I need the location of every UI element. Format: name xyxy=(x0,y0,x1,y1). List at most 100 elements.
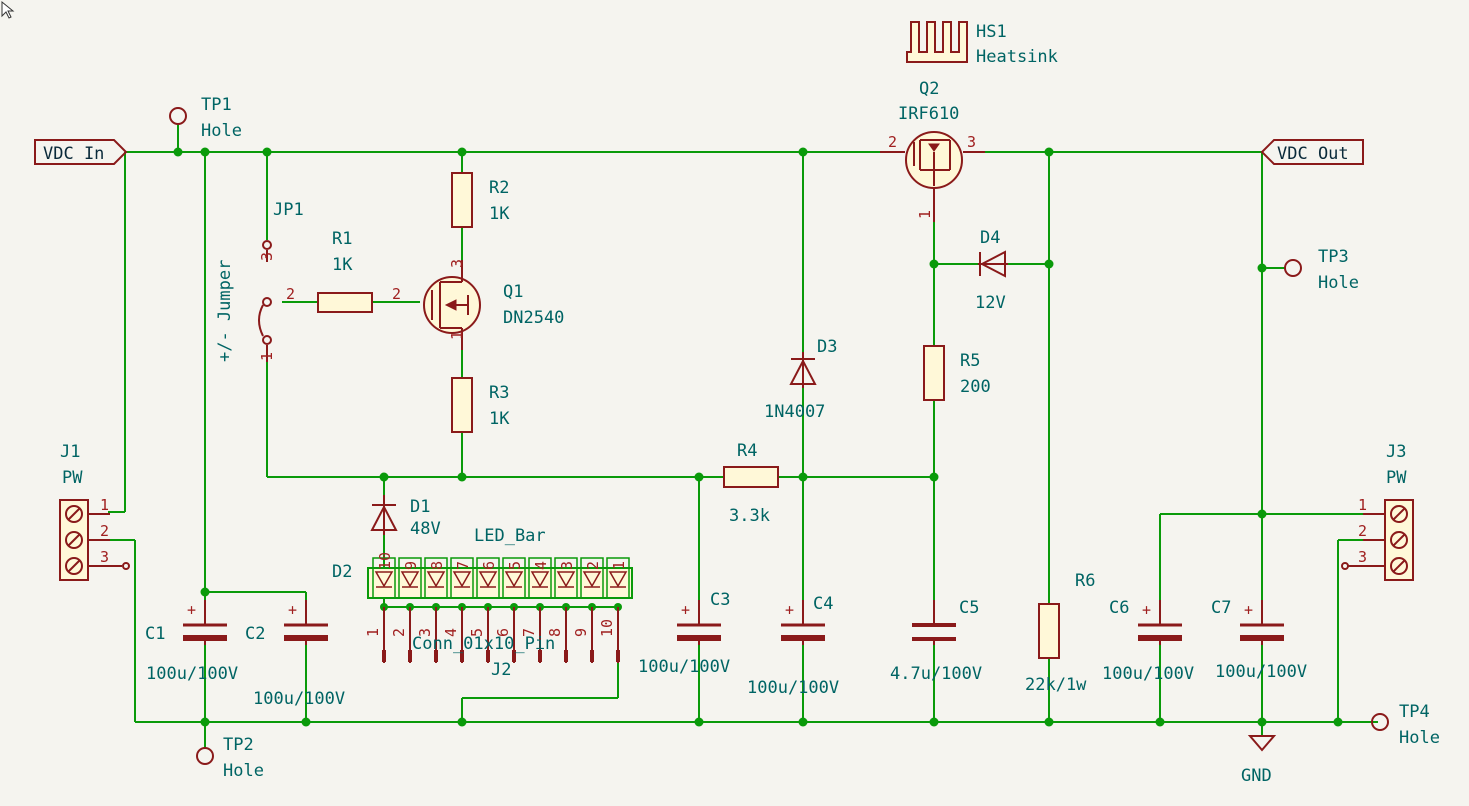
r1[interactable]: 2 R1 1K xyxy=(317,229,401,313)
r5[interactable]: R5 200 xyxy=(923,345,991,401)
j1[interactable]: 1 2 3 J1 PW xyxy=(59,442,130,581)
tp2-ref: TP2 xyxy=(223,735,254,755)
c7-ref: C7 xyxy=(1211,598,1231,618)
label-vdc-out[interactable]: VDC Out xyxy=(1260,139,1364,165)
d1[interactable]: D1 48V xyxy=(370,495,441,539)
r2[interactable]: R2 1K xyxy=(451,172,510,228)
hs1[interactable]: HS1 Heatsink xyxy=(906,21,1058,67)
j2-pin: 7 xyxy=(520,607,542,663)
mouse-cursor-icon xyxy=(1,0,15,19)
j1-pin-2: 2 xyxy=(100,522,109,540)
r2-value: 1K xyxy=(489,204,510,224)
c4-plus: + xyxy=(785,601,794,619)
j2-pin: 4 xyxy=(442,607,464,663)
j1-value: PW xyxy=(62,468,83,488)
d2-value: LED_Bar xyxy=(474,526,546,546)
led-pin-label: 10 xyxy=(376,552,394,570)
q1-pin-3: 3 xyxy=(448,259,466,268)
q1[interactable]: 3 1 Q1 DN2540 xyxy=(423,259,564,350)
c5-ref: C5 xyxy=(959,598,979,618)
led-pin-label: 3 xyxy=(558,561,576,570)
j2-pin-label: 4 xyxy=(442,628,460,637)
tp1[interactable]: TP1 Hole xyxy=(169,95,242,141)
d2-ref: D2 xyxy=(332,562,352,582)
led-pin-label: 1 xyxy=(610,561,628,570)
junctions xyxy=(173,147,1343,727)
j2-pin: 1 xyxy=(364,607,386,663)
led-cell: 8 xyxy=(424,557,448,599)
led-pin-label: 4 xyxy=(532,561,550,570)
c4-value: 100u/100V xyxy=(747,678,839,698)
led-cell: 1 xyxy=(606,557,630,599)
tp1-value: Hole xyxy=(201,121,242,141)
capacitors: +C1100u/100V+C2100u/100V+C3100u/100V+C41… xyxy=(145,590,1307,709)
tp2[interactable]: TP2 Hole xyxy=(196,735,264,781)
led-cell: 6 xyxy=(476,557,500,599)
j2-value: Conn_01x10_Pin xyxy=(412,634,555,654)
led-cell: 4 xyxy=(528,557,552,599)
c7-plus: + xyxy=(1244,601,1253,619)
q2[interactable]: 2 3 1 Q2 IRF610 xyxy=(880,79,985,222)
q2-value: IRF610 xyxy=(898,104,959,124)
led-pin-label: 6 xyxy=(480,561,498,570)
wires xyxy=(108,124,1385,748)
jp1[interactable]: 3 1 2 JP1 +/- Jumper xyxy=(215,200,304,362)
led-pin-label: 7 xyxy=(454,561,472,570)
j3-screw-3 xyxy=(1390,557,1408,575)
jp1-pin-3: 3 xyxy=(258,252,276,261)
c5[interactable]: C5 4.7u/100V xyxy=(890,598,982,684)
d4-ref: D4 xyxy=(980,228,1000,248)
jp1-value: +/- Jumper xyxy=(215,260,235,362)
r3-ref: R3 xyxy=(489,383,509,403)
j2-pin-label: 2 xyxy=(390,628,408,637)
j2-pin: 2 xyxy=(390,607,412,663)
q2-ref: Q2 xyxy=(919,79,939,99)
tp4[interactable]: TP4 Hole xyxy=(1338,702,1440,748)
j3[interactable]: 1 2 3 J3 PW xyxy=(1341,442,1414,581)
r4[interactable]: R4 3.3k xyxy=(723,441,779,526)
c3-ref: C3 xyxy=(710,590,730,610)
d3-value: 1N4007 xyxy=(764,402,825,422)
r6[interactable]: R6 22k/1w xyxy=(1025,571,1095,695)
label-vdc-in[interactable]: VDC In xyxy=(34,139,128,165)
led-pin-label: 5 xyxy=(506,561,524,570)
led-pin-label: 9 xyxy=(402,561,420,570)
j3-screw-2 xyxy=(1390,531,1408,549)
led-cell: 7 xyxy=(450,557,474,599)
c5-value: 4.7u/100V xyxy=(890,664,982,684)
jp1-pin-2: 2 xyxy=(286,285,295,303)
j2-pin-label: 9 xyxy=(572,628,590,637)
c1-plus: + xyxy=(187,601,196,619)
r3-value: 1K xyxy=(489,409,510,429)
j3-screw-1 xyxy=(1390,505,1408,523)
gnd-symbol[interactable]: GND xyxy=(1241,735,1277,786)
label-vdc-in-text: VDC In xyxy=(43,144,104,164)
c4-ref: C4 xyxy=(813,594,833,614)
j2-pin: 9 xyxy=(572,607,594,663)
r4-value: 3.3k xyxy=(729,506,770,526)
d4-value: 12V xyxy=(975,293,1006,313)
tp2-value: Hole xyxy=(223,761,264,781)
c6-plus: + xyxy=(1142,601,1151,619)
d4[interactable]: D4 12V xyxy=(975,228,1008,313)
jp1-ref: JP1 xyxy=(273,200,304,220)
gnd-label: GND xyxy=(1241,766,1272,786)
d3[interactable]: D3 1N4007 xyxy=(764,337,837,422)
q1-value: DN2540 xyxy=(503,308,564,328)
r1-pin-2: 2 xyxy=(392,285,401,303)
c4[interactable]: + C4 100u/100V xyxy=(747,594,839,698)
tp3[interactable]: TP3 Hole xyxy=(1284,247,1359,293)
r3[interactable]: R3 1K xyxy=(451,377,510,433)
r6-value: 22k/1w xyxy=(1025,675,1087,695)
r5-ref: R5 xyxy=(960,351,980,371)
label-vdc-out-text: VDC Out xyxy=(1277,144,1349,164)
j1-pin-3: 3 xyxy=(100,548,109,566)
